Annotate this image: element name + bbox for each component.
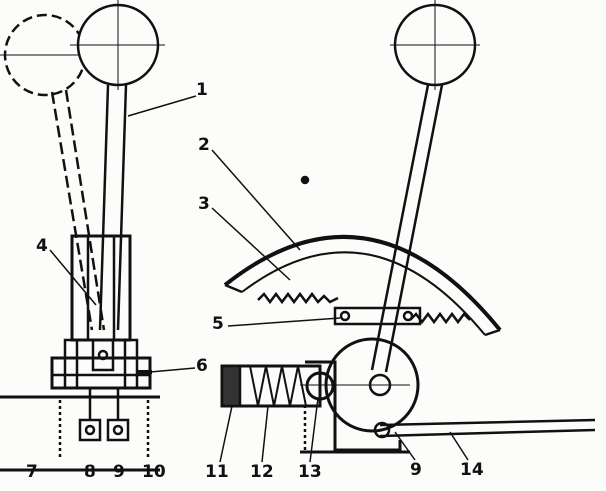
label-13: 13	[298, 462, 322, 482]
label-3: 3	[198, 194, 210, 214]
front-view	[0, 0, 197, 472]
label-1: 1	[196, 80, 208, 100]
label-9-side: 9	[410, 460, 422, 480]
label-10: 10	[142, 462, 166, 482]
label-11: 11	[205, 462, 229, 482]
rod-14	[379, 418, 596, 438]
base-plate	[50, 356, 152, 390]
label-5: 5	[212, 314, 224, 334]
label-14: 14	[460, 460, 484, 480]
label-7: 7	[26, 462, 38, 482]
label-9-front: 9	[113, 462, 125, 482]
lever-right	[370, 84, 444, 373]
bracket	[300, 360, 410, 454]
spring-left	[257, 291, 339, 305]
sector-2	[223, 234, 502, 332]
ball-13	[305, 371, 335, 401]
block-8	[78, 418, 102, 442]
label-6: 6	[196, 356, 208, 376]
lever-1	[98, 84, 128, 331]
slider-5	[333, 306, 422, 326]
label-8: 8	[84, 462, 96, 482]
side-view	[211, 0, 596, 463]
lever-dashed	[50, 89, 106, 331]
label-4: 4	[36, 236, 48, 256]
sector-3	[241, 251, 486, 336]
label-12: 12	[250, 462, 274, 482]
block-9	[106, 418, 130, 442]
label-2: 2	[198, 135, 210, 155]
